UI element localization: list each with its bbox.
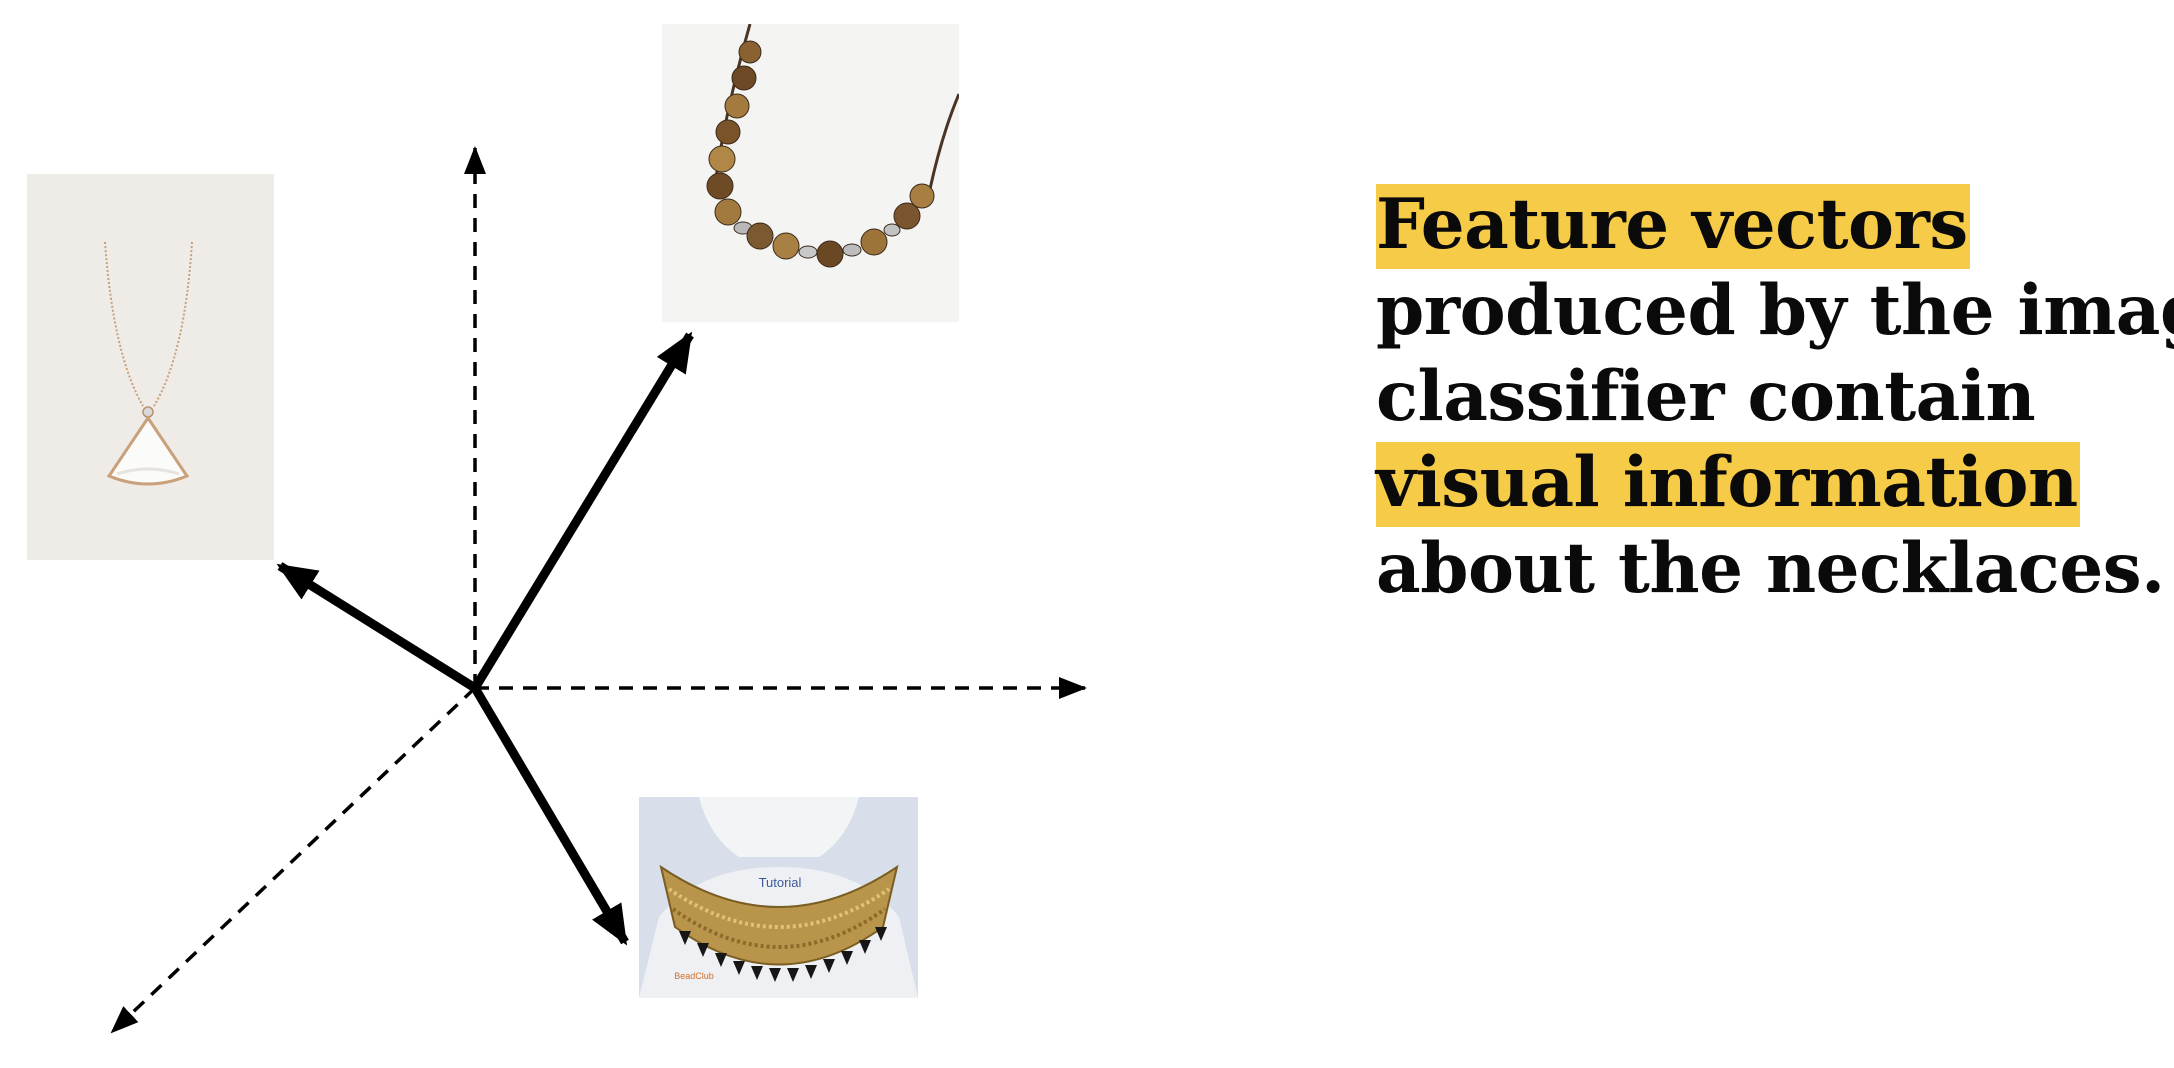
caption-line-3: classifier contain (1376, 356, 2036, 437)
pendant-necklace-image (27, 174, 274, 560)
vector-beads-arrow (471, 331, 694, 691)
collar-logo-label: BeadClub (674, 971, 714, 981)
bead-necklace-image (662, 24, 959, 322)
caption-line-2: produced by the image (1376, 270, 2174, 351)
caption-line-1: Feature vectors (1376, 182, 2166, 269)
highlight-visual-information: visual information (1376, 442, 2080, 527)
axis-z-dashed (110, 686, 477, 1034)
highlight-feature-vectors: Feature vectors (1376, 184, 1970, 269)
collar-necklace-image: Tutorial BeadClub (639, 797, 918, 998)
caption-line-4: visual information (1376, 440, 2166, 527)
caption-line-5: about the necklaces. (1376, 528, 2165, 609)
collar-tutorial-label: Tutorial (759, 875, 802, 890)
vector-space-diagram (110, 146, 1087, 1034)
vector-collar-arrow (471, 685, 629, 946)
vector-pendant-arrow (276, 562, 478, 692)
caption-text: Feature vectors produced by the image cl… (1376, 182, 2174, 612)
